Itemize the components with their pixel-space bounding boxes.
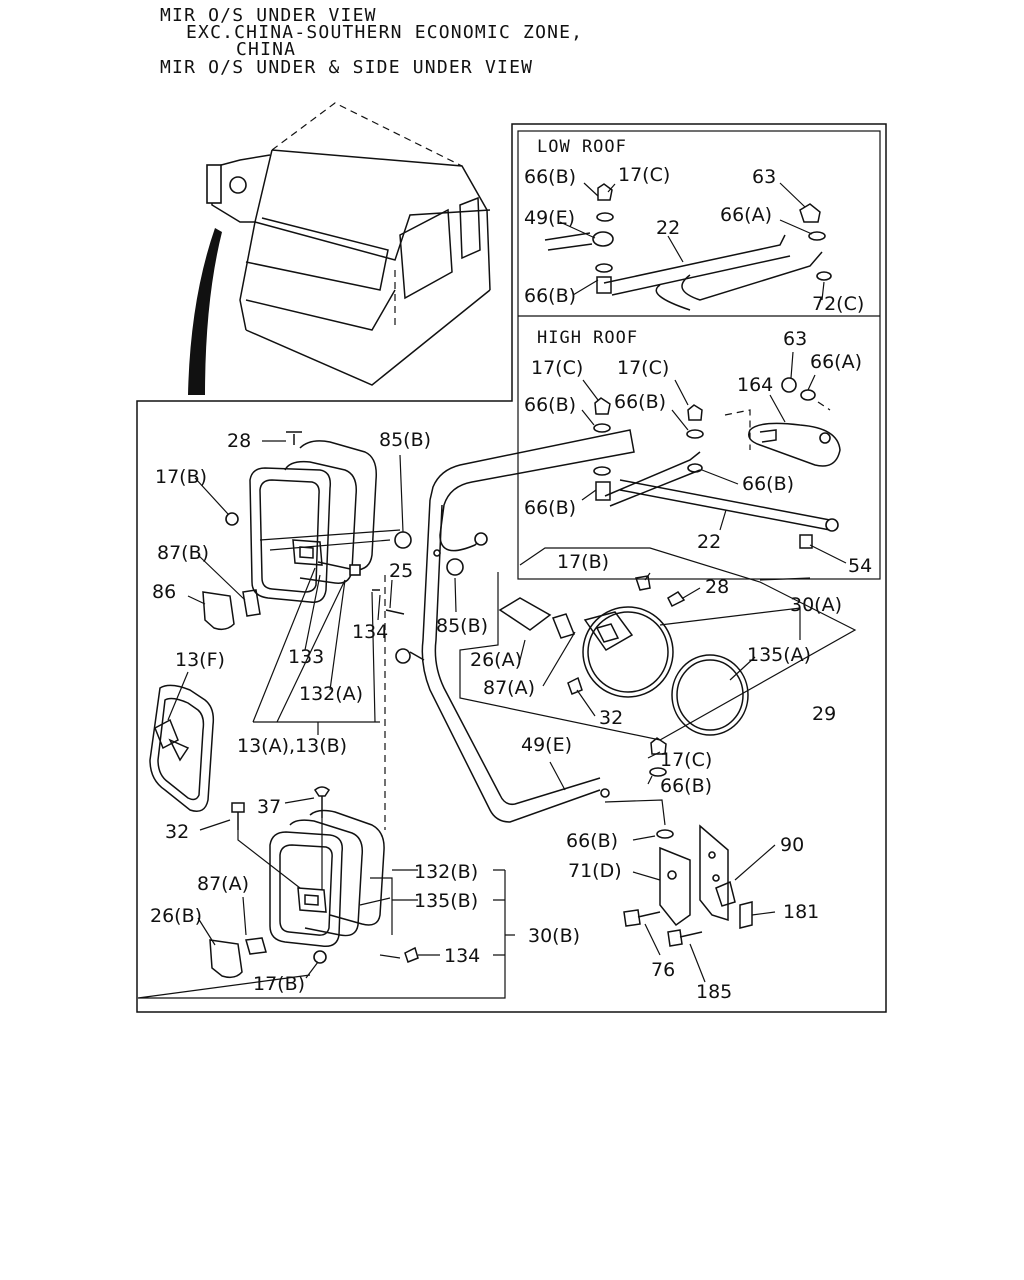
callout-86: 86 [152, 581, 176, 603]
callout-17c: 17(C) [618, 164, 670, 186]
callout-85b: 85(B) [379, 429, 431, 451]
low-roof-heading: LOW ROOF [537, 137, 627, 157]
callout-29: 29 [812, 703, 836, 725]
high-roof-section: HIGH ROOF 17(C) 17(C) 63 66(A) 164 66(B) [524, 328, 872, 577]
callout-30a: 30(A) [790, 594, 842, 616]
header-line-4: MIR O/S UNDER & SIDE UNDER VIEW [160, 57, 534, 78]
callout-17c: 17(C) [531, 357, 583, 379]
callout-66b: 66(B) [660, 775, 712, 797]
callout-22: 22 [656, 217, 680, 239]
callout-66b: 66(B) [742, 473, 794, 495]
callout-66b: 66(B) [566, 830, 618, 852]
callout-63: 63 [783, 328, 807, 350]
mirror-stay-tube [395, 429, 635, 823]
callout-28: 28 [227, 430, 251, 452]
callout-66a: 66(A) [810, 351, 862, 373]
callout-13f: 13(F) [175, 649, 225, 671]
callout-30b: 30(B) [528, 925, 580, 947]
callout-87b: 87(B) [157, 542, 209, 564]
callout-90: 90 [780, 834, 804, 856]
callout-66b: 66(B) [614, 391, 666, 413]
callout-66b: 66(B) [524, 285, 576, 307]
header-line-1: MIR O/S UNDER VIEW [160, 5, 377, 26]
callout-132b: 132(B) [414, 861, 478, 883]
callout-135a: 135(A) [747, 644, 811, 666]
callout-85b: 85(B) [436, 615, 488, 637]
callout-66b: 66(B) [524, 394, 576, 416]
side-mirror-13f: 13(F) [149, 649, 225, 812]
callout-72c: 72(C) [812, 293, 864, 315]
low-roof-section: LOW ROOF 66(B) 17(C) 63 49(E) 22 66(A) 6… [524, 137, 864, 315]
stay-and-bracket: 49(E) 17(C) 66(B) 66(B) 90 71(D) 181 76 … [521, 734, 819, 1003]
callout-76: 76 [651, 959, 675, 981]
callout-133: 133 [288, 646, 324, 668]
callout-132a: 132(A) [299, 683, 363, 705]
callout-26b: 26(B) [150, 905, 202, 927]
callout-17b: 17(B) [155, 466, 207, 488]
callout-134: 134 [352, 621, 388, 643]
callout-22: 22 [697, 531, 721, 553]
callout-66b: 66(B) [524, 166, 576, 188]
callout-49e: 49(E) [521, 734, 572, 756]
callout-87a: 87(A) [483, 677, 535, 699]
high-roof-heading: HIGH ROOF [537, 328, 638, 348]
roof-inset-frame [517, 130, 881, 580]
callout-54: 54 [848, 555, 872, 577]
callout-17c: 17(C) [660, 749, 712, 771]
callout-32: 32 [599, 707, 623, 729]
callout-181: 181 [783, 901, 819, 923]
callout-134: 134 [444, 945, 480, 967]
callout-87a: 87(A) [197, 873, 249, 895]
callout-17b: 17(B) [253, 973, 305, 995]
header-line-3: CHINA [236, 39, 297, 60]
callout-66b: 66(B) [524, 497, 576, 519]
header-line-2: EXC.CHINA-SOUTHERN ECONOMIC ZONE, [186, 22, 584, 43]
callout-185: 185 [696, 981, 732, 1003]
callout-26a: 26(A) [470, 649, 522, 671]
round-mirror-30a: 17(B) 28 30(A) 135(A) 85(B) 26(A) 87(A) … [436, 547, 857, 741]
upper-mirror-assembly: 28 85(B) 17(B) 87(B) 86 25 134 133 132(A… [152, 429, 431, 830]
callout-32: 32 [165, 821, 189, 843]
callout-63: 63 [752, 166, 776, 188]
callout-28: 28 [705, 576, 729, 598]
main-frame [136, 123, 887, 1013]
callout-13a-13b: 13(A),13(B) [237, 735, 347, 757]
callout-66a: 66(A) [720, 204, 772, 226]
callout-37: 37 [257, 796, 281, 818]
callout-71d: 71(D) [568, 860, 622, 882]
callout-25: 25 [389, 560, 413, 582]
callout-17c: 17(C) [617, 357, 669, 379]
callout-17b: 17(B) [557, 551, 609, 573]
cab-illustration [188, 102, 491, 395]
lower-mirror-assembly: 37 32 87(A) 26(B) 132(B) 135(B) 30(B) 13… [137, 786, 580, 999]
diagram-header: MIR O/S UNDER VIEW EXC.CHINA-SOUTHERN EC… [0, 0, 1024, 90]
callout-164: 164 [737, 374, 773, 396]
callout-135b: 135(B) [414, 890, 478, 912]
